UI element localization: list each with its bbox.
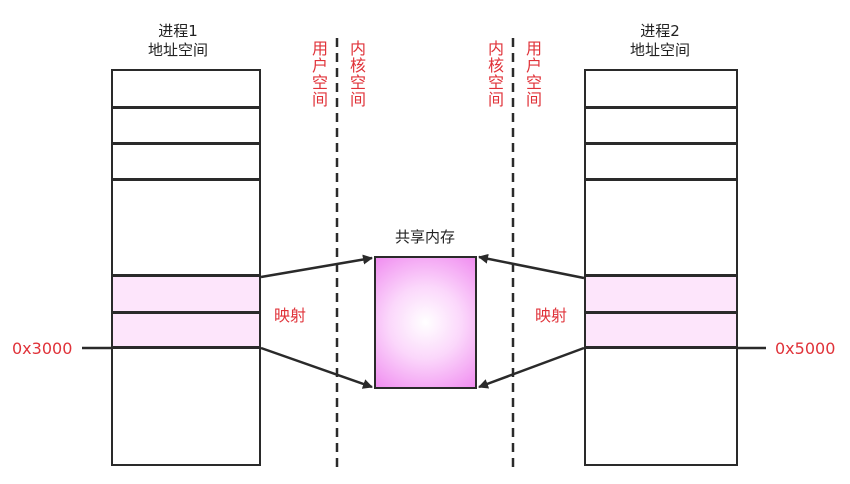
process1-segment-line (111, 311, 261, 314)
process2-address-space (584, 69, 738, 466)
process1-title-line1: 进程1 (158, 22, 198, 40)
left-user-space-label: 用户空间 (309, 40, 328, 108)
process2-title-line2: 地址空间 (629, 41, 690, 59)
process2-title-line1: 进程2 (640, 22, 680, 40)
right-mapping-label: 映射 (535, 306, 568, 325)
process2-segment-line (584, 311, 738, 314)
left-kernel-space-label: 内核空间 (347, 40, 366, 108)
process2-title: 进程2 地址空间 (610, 22, 710, 60)
process2-segment-line (584, 106, 738, 109)
process1-segment-line (111, 106, 261, 109)
right-map-arrow-top (478, 253, 585, 280)
process1-title-line2: 地址空间 (147, 41, 208, 59)
process1-segment-line (111, 346, 261, 349)
process1-address-space (111, 69, 261, 466)
right-address-label: 0x5000 (775, 339, 836, 358)
process1-segment-line (111, 274, 261, 277)
left-map-arrow-top (260, 254, 373, 279)
shared-memory-label: 共享内存 (394, 228, 455, 246)
process1-title: 进程1 地址空间 (128, 22, 228, 60)
process2-segment-line (584, 346, 738, 349)
right-kernel-space-label: 内核空间 (485, 40, 504, 108)
right-map-arrow-bottom (478, 346, 585, 389)
left-address-label: 0x3000 (12, 339, 73, 358)
left-mapping-label: 映射 (274, 306, 307, 325)
left-map-arrow-bottom (260, 346, 373, 389)
process1-segment-line (111, 178, 261, 181)
process2-segment-line (584, 178, 738, 181)
shared-memory-block (374, 256, 477, 389)
process1-segment-line (111, 142, 261, 145)
process2-segment-line (584, 142, 738, 145)
right-user-space-label: 用户空间 (523, 40, 542, 108)
process2-segment-line (584, 274, 738, 277)
